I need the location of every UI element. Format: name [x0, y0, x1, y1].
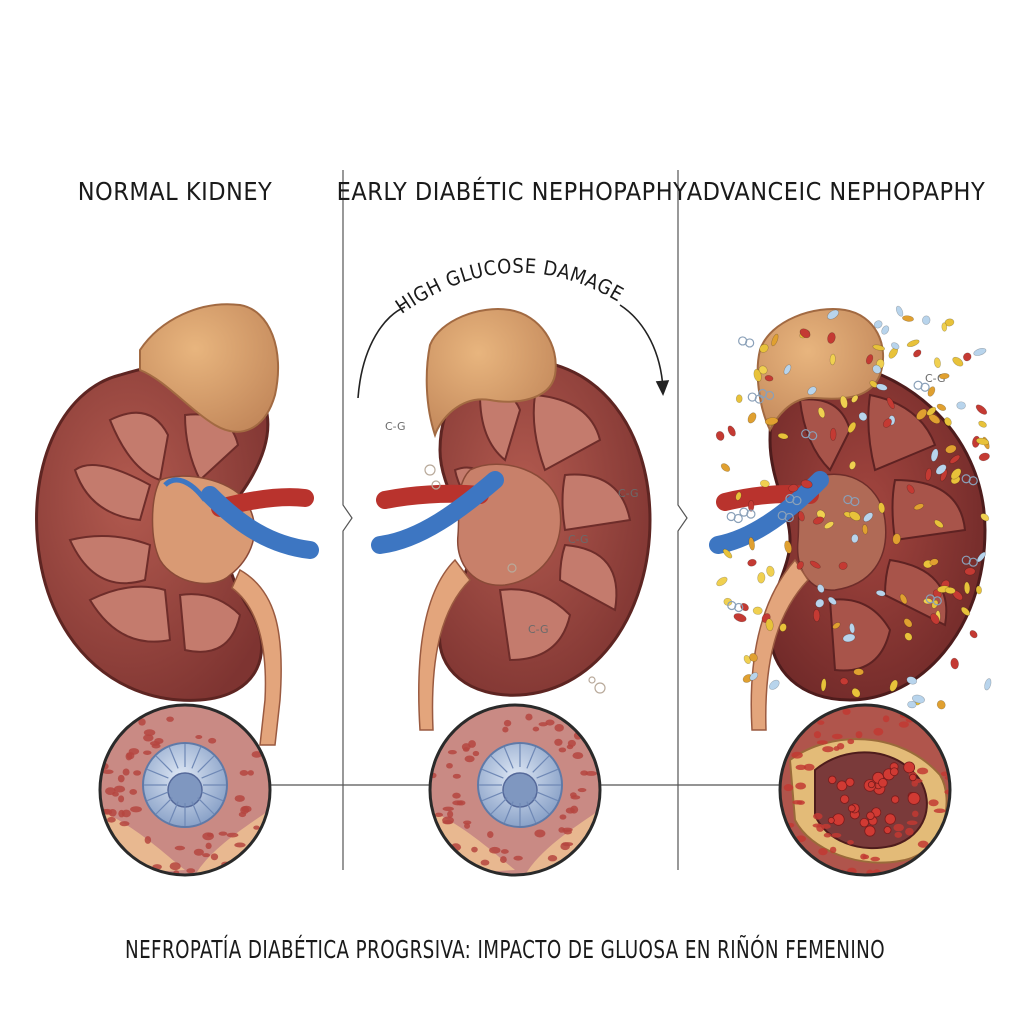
glucose-mark-2: C-G: [618, 487, 639, 500]
kidney-normal-vessel-branch: [163, 477, 207, 502]
divider-right: [677, 170, 688, 870]
stage-title-normal: NORMAL KIDNEY: [78, 177, 273, 206]
stage-title-early: EARLY DIABÉTIC NEPHOPAPHY: [337, 177, 688, 206]
kidney-early-molecules: [424, 464, 606, 694]
kidney-normal-ureter: [231, 568, 282, 746]
kidney-normal-vein: [201, 486, 319, 559]
glucose-damage-arrow: [357, 304, 670, 399]
magnified-glomerulus-normal: [98, 703, 272, 877]
kidney-early-vein: [371, 471, 504, 554]
magnified-glomerulus-early: [428, 703, 602, 877]
magnified-glomerulus-advanced: [778, 703, 952, 877]
divider-left: [342, 170, 353, 870]
stage-title-advanced: ADVANCEIC NEPHOPAPHY: [687, 177, 985, 206]
kidney-advanced-ureter: [750, 558, 809, 731]
kidney-normal-adrenal: [139, 303, 280, 433]
kidney-advanced: C-G: [709, 305, 992, 731]
glucose-particles: [715, 305, 992, 710]
kidney-early-adrenal: [425, 308, 557, 439]
kidney-early: C-G C-G C-G C-G: [371, 308, 652, 731]
kidney-advanced-pyramids: [798, 393, 967, 672]
kidney-normal-pyramids: [68, 411, 242, 653]
glucose-mark-3: C-G: [568, 533, 589, 546]
kidney-advanced-pelvis: [796, 473, 887, 591]
glucose-mark-4: C-G: [528, 623, 549, 636]
arc-label: HIGH GLUCOSE DAMAGE: [391, 254, 628, 319]
kidney-advanced-vein: [709, 471, 829, 554]
caption: NEFROPATÍA DIABÉTICA PROGRSIVA: IMPACTO …: [125, 934, 885, 964]
arc-label-text: HIGH GLUCOSE DAMAGE: [391, 254, 627, 319]
kidney-normal: [35, 303, 319, 746]
glucose-mark-1: C-G: [385, 420, 406, 433]
kidney-early-ureter: [418, 558, 471, 731]
